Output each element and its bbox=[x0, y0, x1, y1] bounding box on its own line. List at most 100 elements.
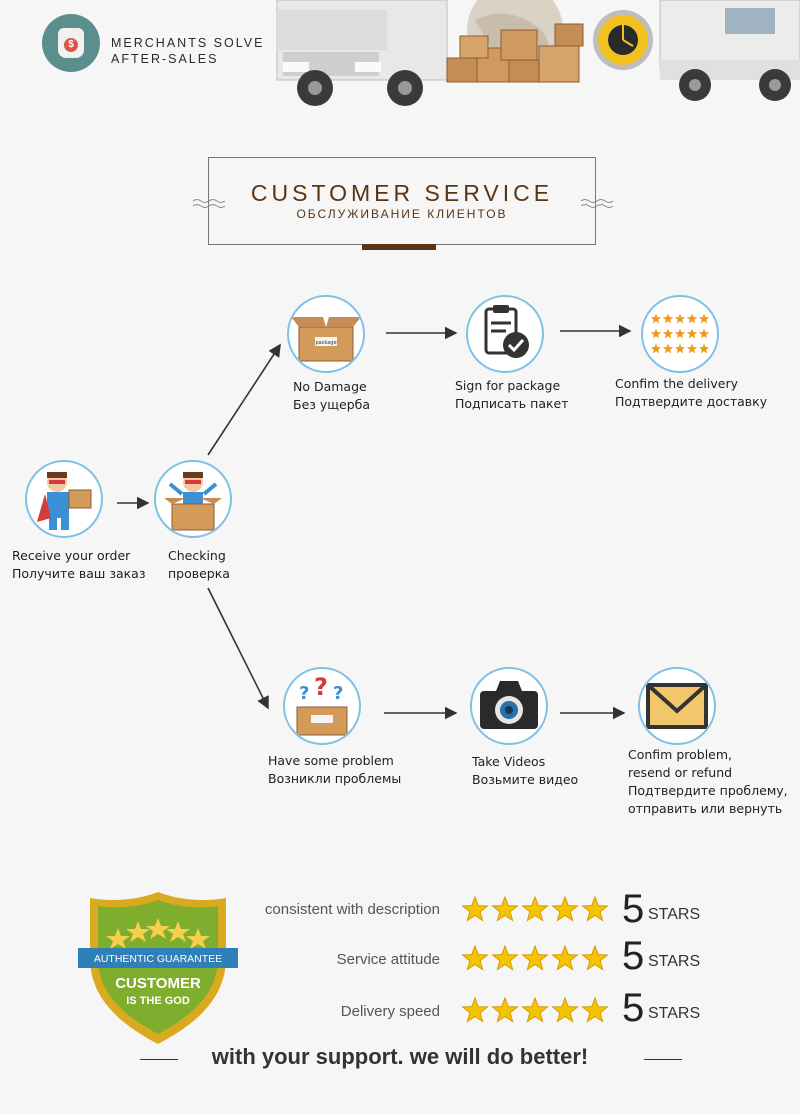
no-damage-en: No Damage bbox=[293, 379, 367, 394]
rating-label: Delivery speed bbox=[340, 1003, 440, 1020]
star-icon bbox=[551, 945, 579, 971]
rating-label: consistent with description bbox=[264, 901, 440, 918]
star-icon bbox=[461, 945, 489, 971]
rating-value: 5 bbox=[622, 986, 645, 1030]
star-icon bbox=[581, 896, 609, 922]
footer-slogan: with your support. we will do better! bbox=[211, 1044, 589, 1069]
badge-line-1: CUSTOMER bbox=[115, 975, 201, 992]
section-subtitle: ОБСЛУЖИВАНИЕ КЛИЕНТОВ bbox=[296, 207, 508, 221]
badge-line-2: IS THE GOD bbox=[126, 995, 190, 1007]
brand-text: MERCHANTS SOLVE AFTER-SALES bbox=[111, 35, 264, 67]
star-icon bbox=[551, 896, 579, 922]
confirm-problem-line2: resend or refund bbox=[628, 765, 733, 780]
rating-value: 5 bbox=[622, 934, 645, 978]
star-icon bbox=[662, 328, 674, 339]
star-icon bbox=[662, 343, 674, 354]
star-icon bbox=[686, 328, 698, 339]
confirm-delivery-en: Confim the delivery bbox=[615, 376, 739, 391]
star-icon bbox=[650, 313, 662, 324]
box-tag-text: package bbox=[315, 340, 336, 346]
dollar-coin-icon: $ bbox=[64, 38, 78, 52]
confirm-problem-line1: Confim problem, bbox=[628, 747, 733, 762]
receive-order-en: Receive your order bbox=[12, 548, 131, 563]
star-icon bbox=[674, 313, 686, 324]
star-icon bbox=[698, 313, 710, 324]
receive-order-node bbox=[25, 460, 103, 538]
confirm-delivery-node bbox=[641, 295, 719, 373]
problem-label: Have some problem Возникли проблемы bbox=[268, 752, 401, 788]
take-videos-label: Take Videos Возьмите видео bbox=[472, 753, 578, 789]
problem-en: Have some problem bbox=[268, 753, 394, 768]
rating-unit: STARS bbox=[648, 953, 701, 970]
rating-stars bbox=[461, 945, 609, 971]
flow-arrows bbox=[117, 324, 632, 720]
star-icon bbox=[674, 343, 686, 354]
star-icon bbox=[650, 343, 662, 354]
confirm-delivery-ru: Подтвердите доставку bbox=[615, 394, 768, 409]
star-icon bbox=[551, 997, 579, 1023]
envelope-icon bbox=[646, 683, 708, 729]
rating-stars bbox=[461, 997, 609, 1023]
brand-line-1: MERCHANTS SOLVE bbox=[111, 36, 265, 50]
star-icon bbox=[650, 328, 662, 339]
confirm-problem-line4: отправить или вернуть bbox=[628, 801, 783, 816]
take-videos-en: Take Videos bbox=[472, 754, 546, 769]
clipboard-check-icon bbox=[484, 305, 529, 358]
checking-node bbox=[154, 460, 232, 538]
title-underline bbox=[362, 244, 436, 250]
footer-divider-right bbox=[644, 1059, 682, 1060]
no-damage-node: package bbox=[287, 295, 365, 373]
rating-label: Service attitude bbox=[336, 951, 440, 968]
header: $ MERCHANTS SOLVE AFTER-SALES bbox=[0, 0, 800, 112]
star-icon bbox=[698, 343, 710, 354]
delivery-trucks-banner bbox=[276, 0, 800, 106]
truck-left-icon bbox=[276, 0, 448, 106]
arrow-checking-nodamage bbox=[207, 343, 281, 456]
rating-unit: STARS bbox=[648, 906, 701, 923]
star-icon bbox=[461, 896, 489, 922]
receive-order-label: Receive your order Получите ваш заказ bbox=[12, 547, 146, 583]
package-box-icon: package bbox=[291, 317, 361, 362]
star-icon bbox=[491, 896, 519, 922]
star-icon bbox=[581, 997, 609, 1023]
svg-text:?: ? bbox=[299, 683, 309, 704]
svg-text:?: ? bbox=[314, 673, 328, 701]
truck-right-icon bbox=[659, 0, 800, 101]
star-icon bbox=[521, 997, 549, 1023]
confirm-problem-line3: Подтвердите проблему, bbox=[628, 783, 788, 798]
star-icon bbox=[686, 313, 698, 324]
wave-decoration-right-icon bbox=[580, 199, 614, 208]
star-icon bbox=[521, 896, 549, 922]
no-damage-ru: Без ущерба bbox=[293, 397, 371, 412]
sign-package-en: Sign for package bbox=[455, 378, 561, 393]
stopwatch-icon bbox=[593, 10, 653, 70]
rating-stars bbox=[461, 896, 609, 922]
confirm-delivery-label: Confim the delivery Подтвердите доставку bbox=[615, 375, 767, 411]
sign-package-label: Sign for package Подписать пакет bbox=[455, 377, 569, 413]
receive-order-ru: Получите ваш заказ bbox=[12, 566, 146, 581]
take-videos-ru: Возьмите видео bbox=[472, 772, 579, 787]
badge-stars-icon bbox=[106, 918, 210, 949]
confirm-problem-label: Confim problem, resend or refund Подтвер… bbox=[628, 746, 788, 818]
svg-text:?: ? bbox=[333, 683, 343, 704]
star-icon bbox=[461, 997, 489, 1023]
star-icon bbox=[686, 343, 698, 354]
no-damage-label: No Damage Без ущерба bbox=[293, 378, 370, 414]
star-icon bbox=[581, 945, 609, 971]
wave-decoration-left-icon bbox=[192, 199, 226, 208]
courier-in-box-icon bbox=[164, 472, 222, 531]
badge-ribbon-text: AUTHENTIC GUARANTEE bbox=[94, 953, 222, 965]
rating-value: 5 bbox=[622, 887, 645, 931]
rating-unit: STARS bbox=[648, 1005, 701, 1022]
star-icon bbox=[698, 328, 710, 339]
guarantee-badge: AUTHENTIC GUARANTEE CUSTOMER IS THE GOD bbox=[78, 892, 238, 1044]
star-icon bbox=[491, 945, 519, 971]
problem-node: ? ? ? bbox=[283, 667, 361, 745]
confirm-problem-node bbox=[638, 667, 716, 745]
take-videos-node bbox=[470, 667, 548, 745]
star-icon bbox=[674, 328, 686, 339]
cardboard-boxes-icon bbox=[446, 23, 584, 83]
star-icon bbox=[491, 997, 519, 1023]
checking-en: Checking bbox=[168, 548, 226, 563]
checking-label: Checking проверка bbox=[168, 547, 230, 583]
